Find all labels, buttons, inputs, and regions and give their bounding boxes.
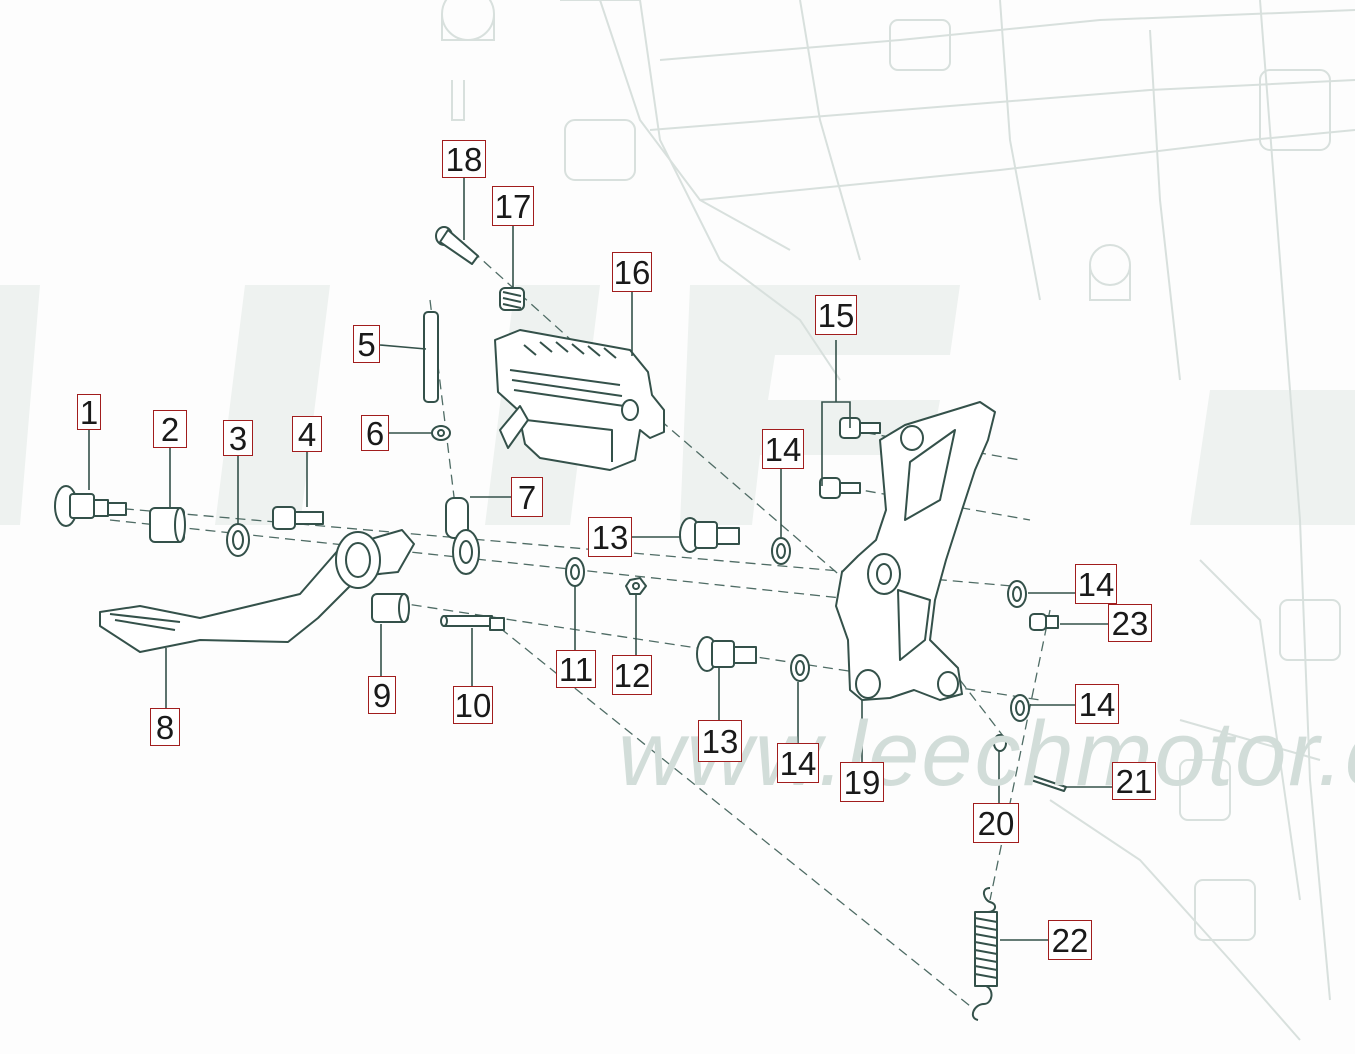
callout-14-a: 14 xyxy=(762,429,804,469)
part-return-spring xyxy=(971,887,998,1021)
parts xyxy=(54,226,1067,1021)
part-washer-11 xyxy=(565,557,585,587)
callout-8: 8 xyxy=(150,708,180,746)
part-washers-14 xyxy=(771,537,1030,722)
callout-11: 11 xyxy=(556,650,596,688)
callout-22: 22 xyxy=(1048,920,1092,960)
callout-14-d: 14 xyxy=(1075,684,1119,724)
callout-4: 4 xyxy=(292,416,322,452)
leader-lines xyxy=(88,178,1112,941)
callout-2: 2 xyxy=(153,410,187,448)
part-pivot-bolt xyxy=(54,485,127,527)
callout-12: 12 xyxy=(612,655,652,695)
part-pin-18 xyxy=(435,226,479,265)
frame-background xyxy=(441,0,1355,1041)
callout-20: 20 xyxy=(973,803,1019,843)
background-banner xyxy=(0,285,1355,525)
part-spacer xyxy=(371,593,410,623)
part-pivot-lower xyxy=(696,636,757,672)
callout-3: 3 xyxy=(223,420,253,456)
callout-21: 21 xyxy=(1112,762,1156,800)
callout-14-b: 14 xyxy=(777,743,819,783)
part-nut-12 xyxy=(625,577,647,595)
callout-5: 5 xyxy=(353,325,380,363)
callout-15: 15 xyxy=(815,295,857,335)
callout-18: 18 xyxy=(442,140,486,178)
callout-13-upper: 13 xyxy=(588,517,632,557)
part-spring-17 xyxy=(499,287,525,311)
part-washer xyxy=(226,523,250,557)
part-footpeg xyxy=(494,329,665,471)
callout-23: 23 xyxy=(1108,604,1152,642)
callout-7: 7 xyxy=(511,477,543,517)
callout-14-c: 14 xyxy=(1075,564,1117,604)
part-bolt-4 xyxy=(272,506,324,530)
callout-1: 1 xyxy=(77,394,101,430)
part-brake-pedal xyxy=(99,529,415,653)
part-nut-20 xyxy=(993,734,1007,752)
callout-17: 17 xyxy=(492,186,534,226)
callout-19: 19 xyxy=(840,762,884,802)
part-bolt-23 xyxy=(1029,613,1059,631)
part-bracket xyxy=(835,401,996,701)
callout-16: 16 xyxy=(612,252,652,292)
callout-9: 9 xyxy=(368,676,396,714)
part-clevis xyxy=(445,497,480,575)
part-bushing xyxy=(149,507,186,543)
part-cotter-21 xyxy=(1027,774,1067,792)
part-rod xyxy=(423,311,439,403)
callout-10: 10 xyxy=(453,686,493,724)
callout-6: 6 xyxy=(361,415,389,451)
part-pivot-upper xyxy=(679,517,740,553)
part-nut-6 xyxy=(431,425,451,441)
part-pin xyxy=(440,615,505,631)
callout-13-lower: 13 xyxy=(698,720,742,762)
